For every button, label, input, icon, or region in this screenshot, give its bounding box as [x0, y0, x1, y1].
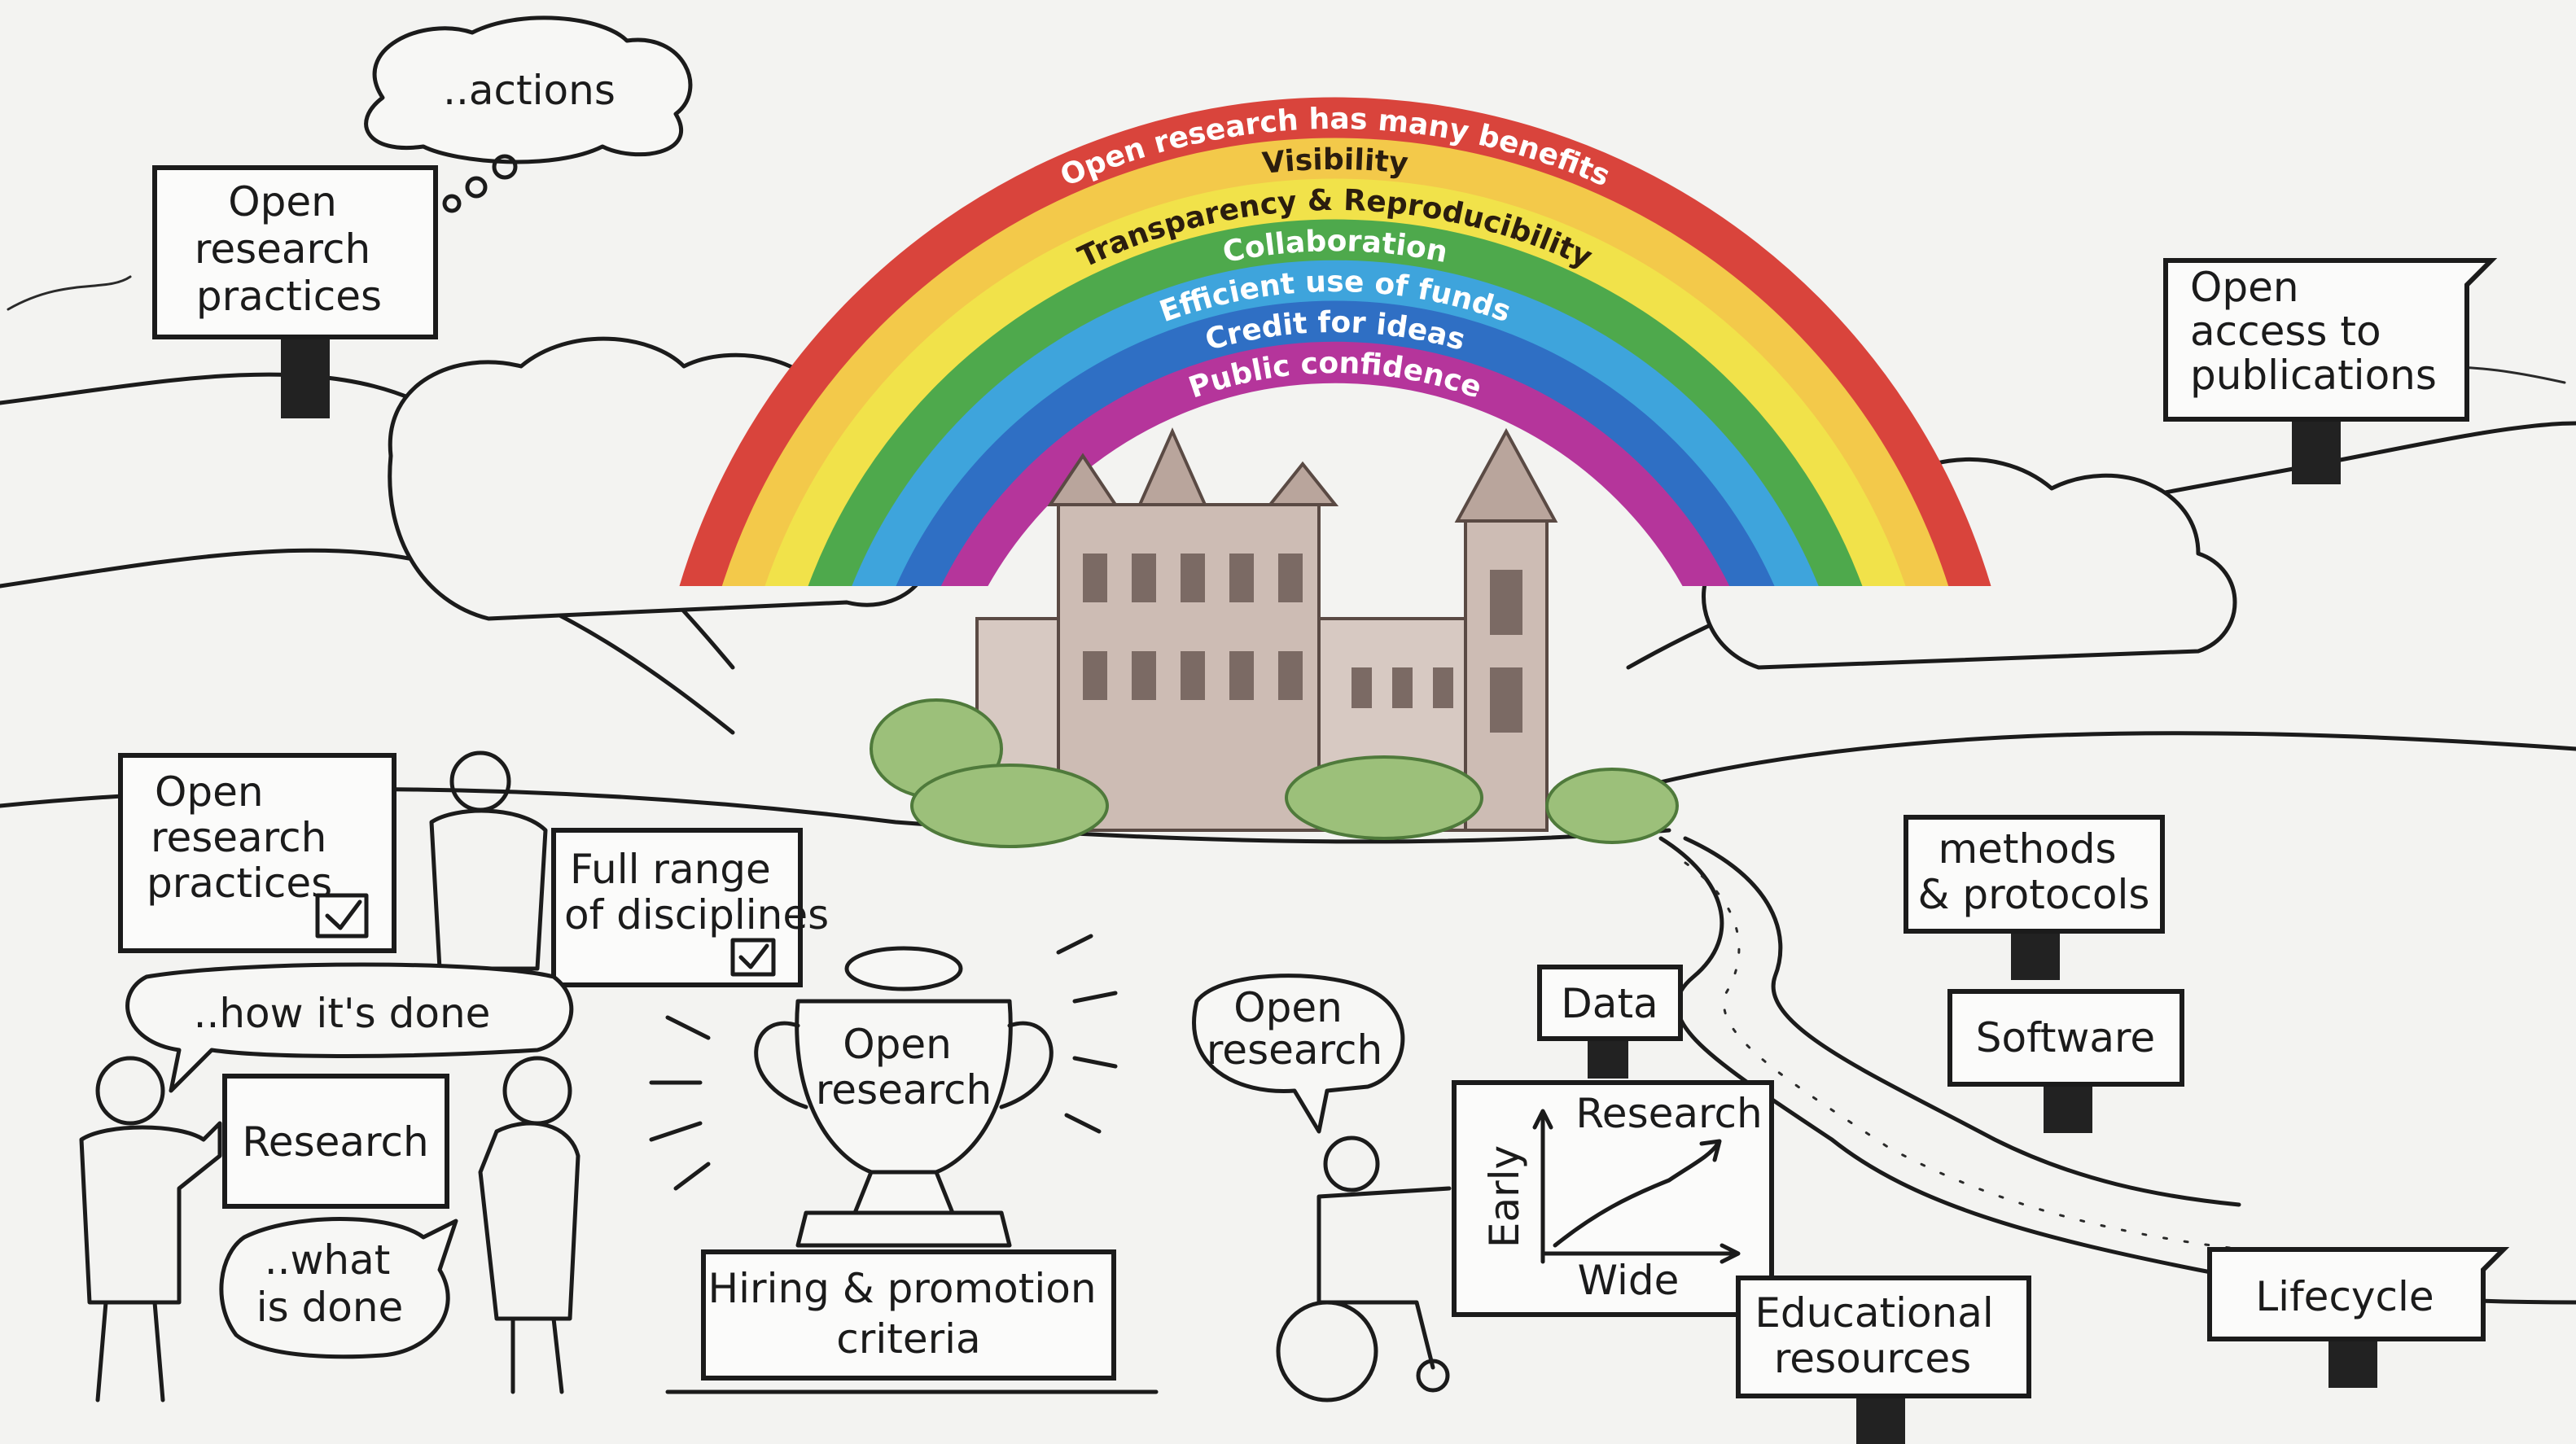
rainbow-band-label: Visibility — [1261, 143, 1410, 181]
speech-bubble-open-research: Open research — [1192, 974, 1405, 1134]
sign-line: of disciplines — [564, 891, 829, 939]
speech-bubble-what: ..what is done — [219, 1217, 458, 1359]
thought-bubble-actions: ..actions — [364, 15, 693, 213]
svg-text:Full range of discipline: Full range of disciplines — [564, 846, 829, 939]
rainbow-band — [896, 300, 1775, 586]
speech-bubble-how: ..how it's done — [125, 962, 574, 1093]
university-building — [870, 427, 1679, 848]
bubble-line: Open — [1233, 984, 1343, 1031]
sign-line: resources — [1774, 1335, 1971, 1382]
sign-line: & protocols — [1918, 871, 2150, 918]
sign-methods-protocols: methods & protocols — [1904, 815, 2165, 980]
lifecycle-text: Lifecycle — [2255, 1273, 2434, 1320]
sign-line: Hiring & promotion — [708, 1265, 1097, 1312]
sign-lifecycle: Lifecycle — [2207, 1247, 2510, 1388]
how-text: ..how it's done — [194, 990, 491, 1037]
rainbow-band — [852, 260, 1819, 586]
checkbox-icon — [730, 938, 776, 977]
sign-full-range-disciplines: Full range of disciplines — [551, 828, 829, 987]
sign-early-wide-chart: Research Early Wide — [1452, 1080, 1774, 1317]
sign-line: research — [151, 814, 326, 861]
svg-text:Open research prac: Open research practices — [147, 768, 340, 907]
software-text: Software — [1976, 1014, 2155, 1061]
trophy-line: Open — [843, 1021, 952, 1068]
rainbow-band — [940, 341, 1730, 586]
svg-text:methods & protocols: methods & protocols — [1918, 825, 2150, 918]
sign-line: Open — [155, 768, 264, 816]
sign-educational-resources: Educational resources — [1736, 1276, 2031, 1444]
sign-hiring-promotion-criteria: Hiring & promotion criteria — [665, 1249, 1159, 1394]
sign-line: publications — [2190, 352, 2437, 399]
sign-line: methods — [1938, 825, 2116, 873]
svg-text:Open research: Open research — [1207, 984, 1382, 1074]
sign-open-research-practices-top: Open research practices — [152, 165, 438, 418]
sign-line: practices — [196, 273, 382, 320]
sign-line: access to — [2190, 308, 2381, 355]
bubble-line: is done — [256, 1284, 404, 1331]
trophy: Open research — [649, 934, 1118, 1248]
rainbow-band — [808, 219, 1863, 586]
rainbow-band — [721, 138, 1949, 586]
svg-text:Open access to pub: Open access to publications — [2190, 264, 2437, 399]
person-with-board — [429, 750, 548, 971]
svg-text:Open research: Open research — [816, 1021, 992, 1114]
sign-line: criteria — [836, 1315, 980, 1363]
sign-open-research-practices-checked: Open research practices — [118, 753, 396, 953]
chart-top-label: Research — [1575, 1090, 1762, 1137]
svg-text:Open research prac: Open research practices — [195, 178, 383, 320]
sign-line: Open — [2190, 264, 2299, 311]
svg-text:Educational resources: Educational resources — [1755, 1289, 2006, 1382]
bubble-line: ..what — [265, 1236, 391, 1284]
sign-line: Full range — [570, 846, 771, 893]
sign-line: practices — [147, 860, 332, 907]
bubble-line: research — [1207, 1026, 1382, 1074]
data-text: Data — [1561, 980, 1658, 1027]
sign-line: Open — [228, 178, 337, 225]
chart-x-label: Wide — [1578, 1257, 1680, 1304]
sign-open-access-publications: Open access to publications — [2163, 258, 2498, 484]
sign-software: Software — [1947, 989, 2184, 1133]
research-text: Research — [242, 1118, 428, 1166]
sign-data: Data — [1537, 965, 1683, 1079]
svg-text:..what is done: ..what is done — [256, 1236, 404, 1331]
sign-line: research — [195, 225, 370, 273]
people-holding-research-sign: Research — [79, 1056, 580, 1402]
rainbow-band — [764, 178, 1906, 586]
checkbox-icon — [315, 893, 369, 939]
svg-text:Hiring & promotion crite: Hiring & promotion criteria — [708, 1265, 1110, 1363]
sign-line: Educational — [1755, 1289, 1993, 1337]
chart-y-label: Early — [1481, 1145, 1528, 1248]
rainbow-band — [679, 97, 1991, 586]
person-in-wheelchair — [1276, 1136, 1452, 1402]
trophy-line: research — [816, 1066, 992, 1114]
actions-text: ..actions — [443, 67, 616, 114]
